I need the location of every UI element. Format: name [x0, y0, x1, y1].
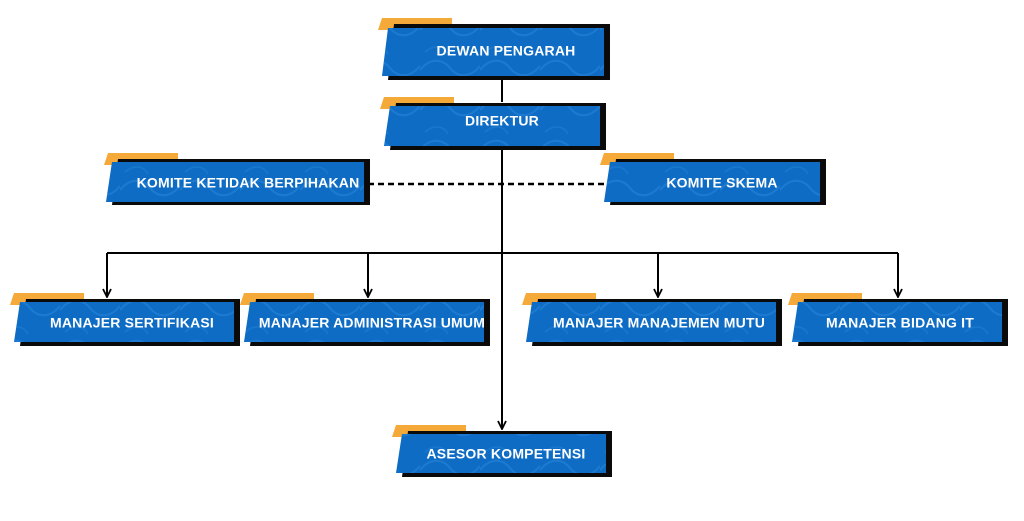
node-label: DIREKTUR [465, 113, 539, 129]
node-dewan-pengarah: DEWAN PENGARAH [378, 18, 610, 80]
node-manajer-manajemen-mutu: MANAJER MANAJEMEN MUTU [522, 293, 782, 346]
node-label: DEWAN PENGARAH [437, 43, 576, 59]
node-komite-skema: KOMITE SKEMA [600, 153, 826, 205]
node-komite-ketidak-berpihakan: KOMITE KETIDAK BERPIHAKAN [104, 153, 370, 205]
connectors [107, 78, 898, 428]
node-label: ASESOR KOMPETENSI [427, 446, 586, 462]
node-label: MANAJER SERTIFIKASI [50, 315, 214, 331]
node-label: MANAJER ADMINISTRASI UMUM [259, 315, 485, 331]
node-asesor-kompetensi: ASESOR KOMPETENSI [392, 425, 612, 477]
node-manajer-administrasi-umum: MANAJER ADMINISTRASI UMUM [240, 293, 490, 346]
node-label: MANAJER BIDANG IT [826, 315, 974, 331]
node-label: MANAJER MANAJEMEN MUTU [553, 315, 765, 331]
node-label: KOMITE KETIDAK BERPIHAKAN [137, 175, 360, 191]
node-direktur: DIREKTUR [380, 97, 606, 150]
node-manajer-sertifikasi: MANAJER SERTIFIKASI [10, 293, 240, 346]
node-label: KOMITE SKEMA [666, 175, 777, 191]
node-manajer-bidang-it: MANAJER BIDANG IT [788, 293, 1008, 346]
